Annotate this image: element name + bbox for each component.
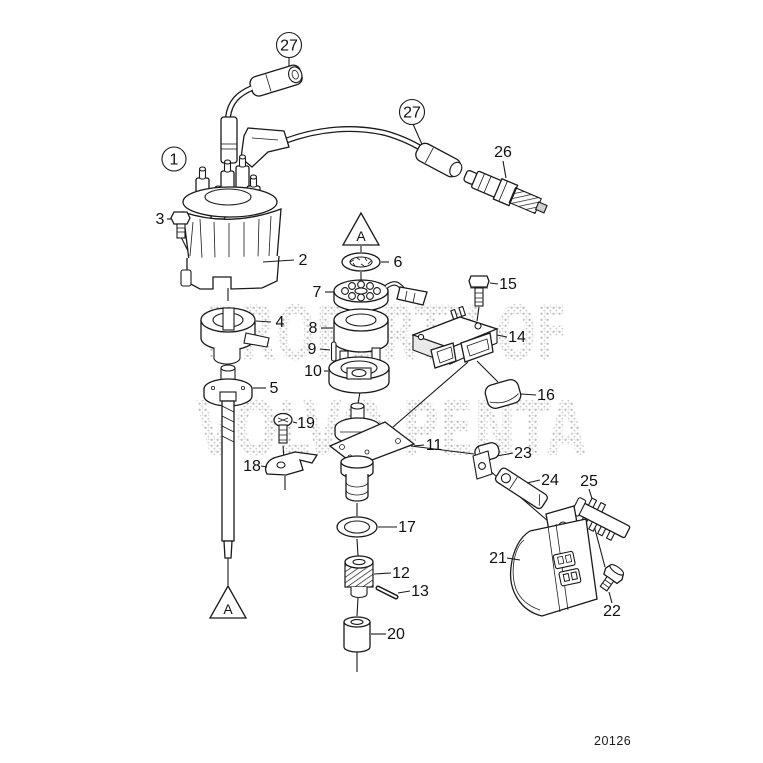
reference-marker-top: A (341, 211, 381, 246)
marker-bottom-letter: A (223, 601, 233, 617)
svg-text:1: 1 (170, 152, 179, 169)
pickup-base (328, 347, 390, 394)
spark-plug (463, 169, 548, 215)
callout-16: 16 (537, 387, 555, 404)
callout-20: 20 (387, 626, 405, 643)
pickup-reluctor (333, 279, 428, 312)
spark-plug-wire-b (240, 126, 463, 178)
bracket-strip (494, 467, 548, 510)
callout-11: 11 (426, 437, 443, 454)
fork-bracket (264, 451, 319, 476)
rotor (200, 307, 270, 365)
roll-pin (375, 585, 399, 600)
callout-10: 10 (304, 363, 322, 380)
callout-5: 5 (270, 380, 279, 397)
o-ring (336, 516, 378, 538)
wire-b-elbow-boot (240, 127, 290, 168)
rubber-pad (484, 379, 522, 409)
module-bolt (468, 275, 490, 307)
callout-7: 7 (313, 284, 322, 301)
drive-gear (344, 555, 374, 599)
callout-15: 15 (499, 276, 517, 293)
marker-top-letter: A (356, 228, 366, 244)
shaft-and-plate (203, 364, 253, 559)
callout-25: 25 (580, 473, 598, 490)
callout-18: 18 (243, 458, 261, 475)
magnet-ring (333, 308, 389, 353)
callout-19: 19 (297, 415, 315, 432)
callout-23: 23 (514, 445, 532, 462)
callout-12: 12 (392, 565, 410, 582)
drawing-number: 20126 (594, 734, 631, 748)
callout-21: 21 (489, 550, 507, 567)
ignition-coil (509, 505, 598, 617)
cap-bolt (170, 211, 191, 239)
svg-text:27: 27 (280, 38, 298, 55)
callout-4: 4 (276, 314, 285, 331)
pickup-connector (396, 286, 428, 306)
callouts: 1 27 27 2 3 4 5 6 7 8 9 10 11 12 13 14 1… (156, 31, 621, 643)
callout-22: 22 (603, 603, 621, 620)
callout-17: 17 (398, 519, 416, 536)
retaining-pin (330, 341, 337, 362)
callout-26: 26 (494, 144, 512, 161)
callout-leaders (167, 218, 613, 635)
bushing (343, 616, 371, 653)
cable-clamp (472, 442, 500, 480)
callout-27b: 27 (398, 98, 426, 126)
spark-plug-wire-a (220, 64, 303, 164)
callout-27a: 27 (275, 31, 303, 59)
ignition-module (411, 305, 499, 369)
star-washer (341, 252, 381, 272)
adjust-screw (273, 412, 293, 444)
wire-a-lower-boot (220, 116, 238, 164)
callout-8: 8 (309, 320, 318, 337)
callout-9: 9 (308, 341, 317, 358)
svg-text:27: 27 (403, 105, 421, 122)
callout-13: 13 (411, 583, 429, 600)
breaker-plate-assembly (328, 402, 416, 502)
distributor-cap (180, 154, 282, 290)
callout-1: 1 (161, 146, 187, 172)
coil-screw (599, 564, 625, 592)
callout-14: 14 (508, 329, 526, 346)
callout-2: 2 (299, 252, 308, 269)
callout-6: 6 (394, 254, 403, 271)
callout-3: 3 (156, 211, 165, 228)
reference-marker-bottom: A (208, 584, 248, 619)
callout-24: 24 (541, 472, 559, 489)
